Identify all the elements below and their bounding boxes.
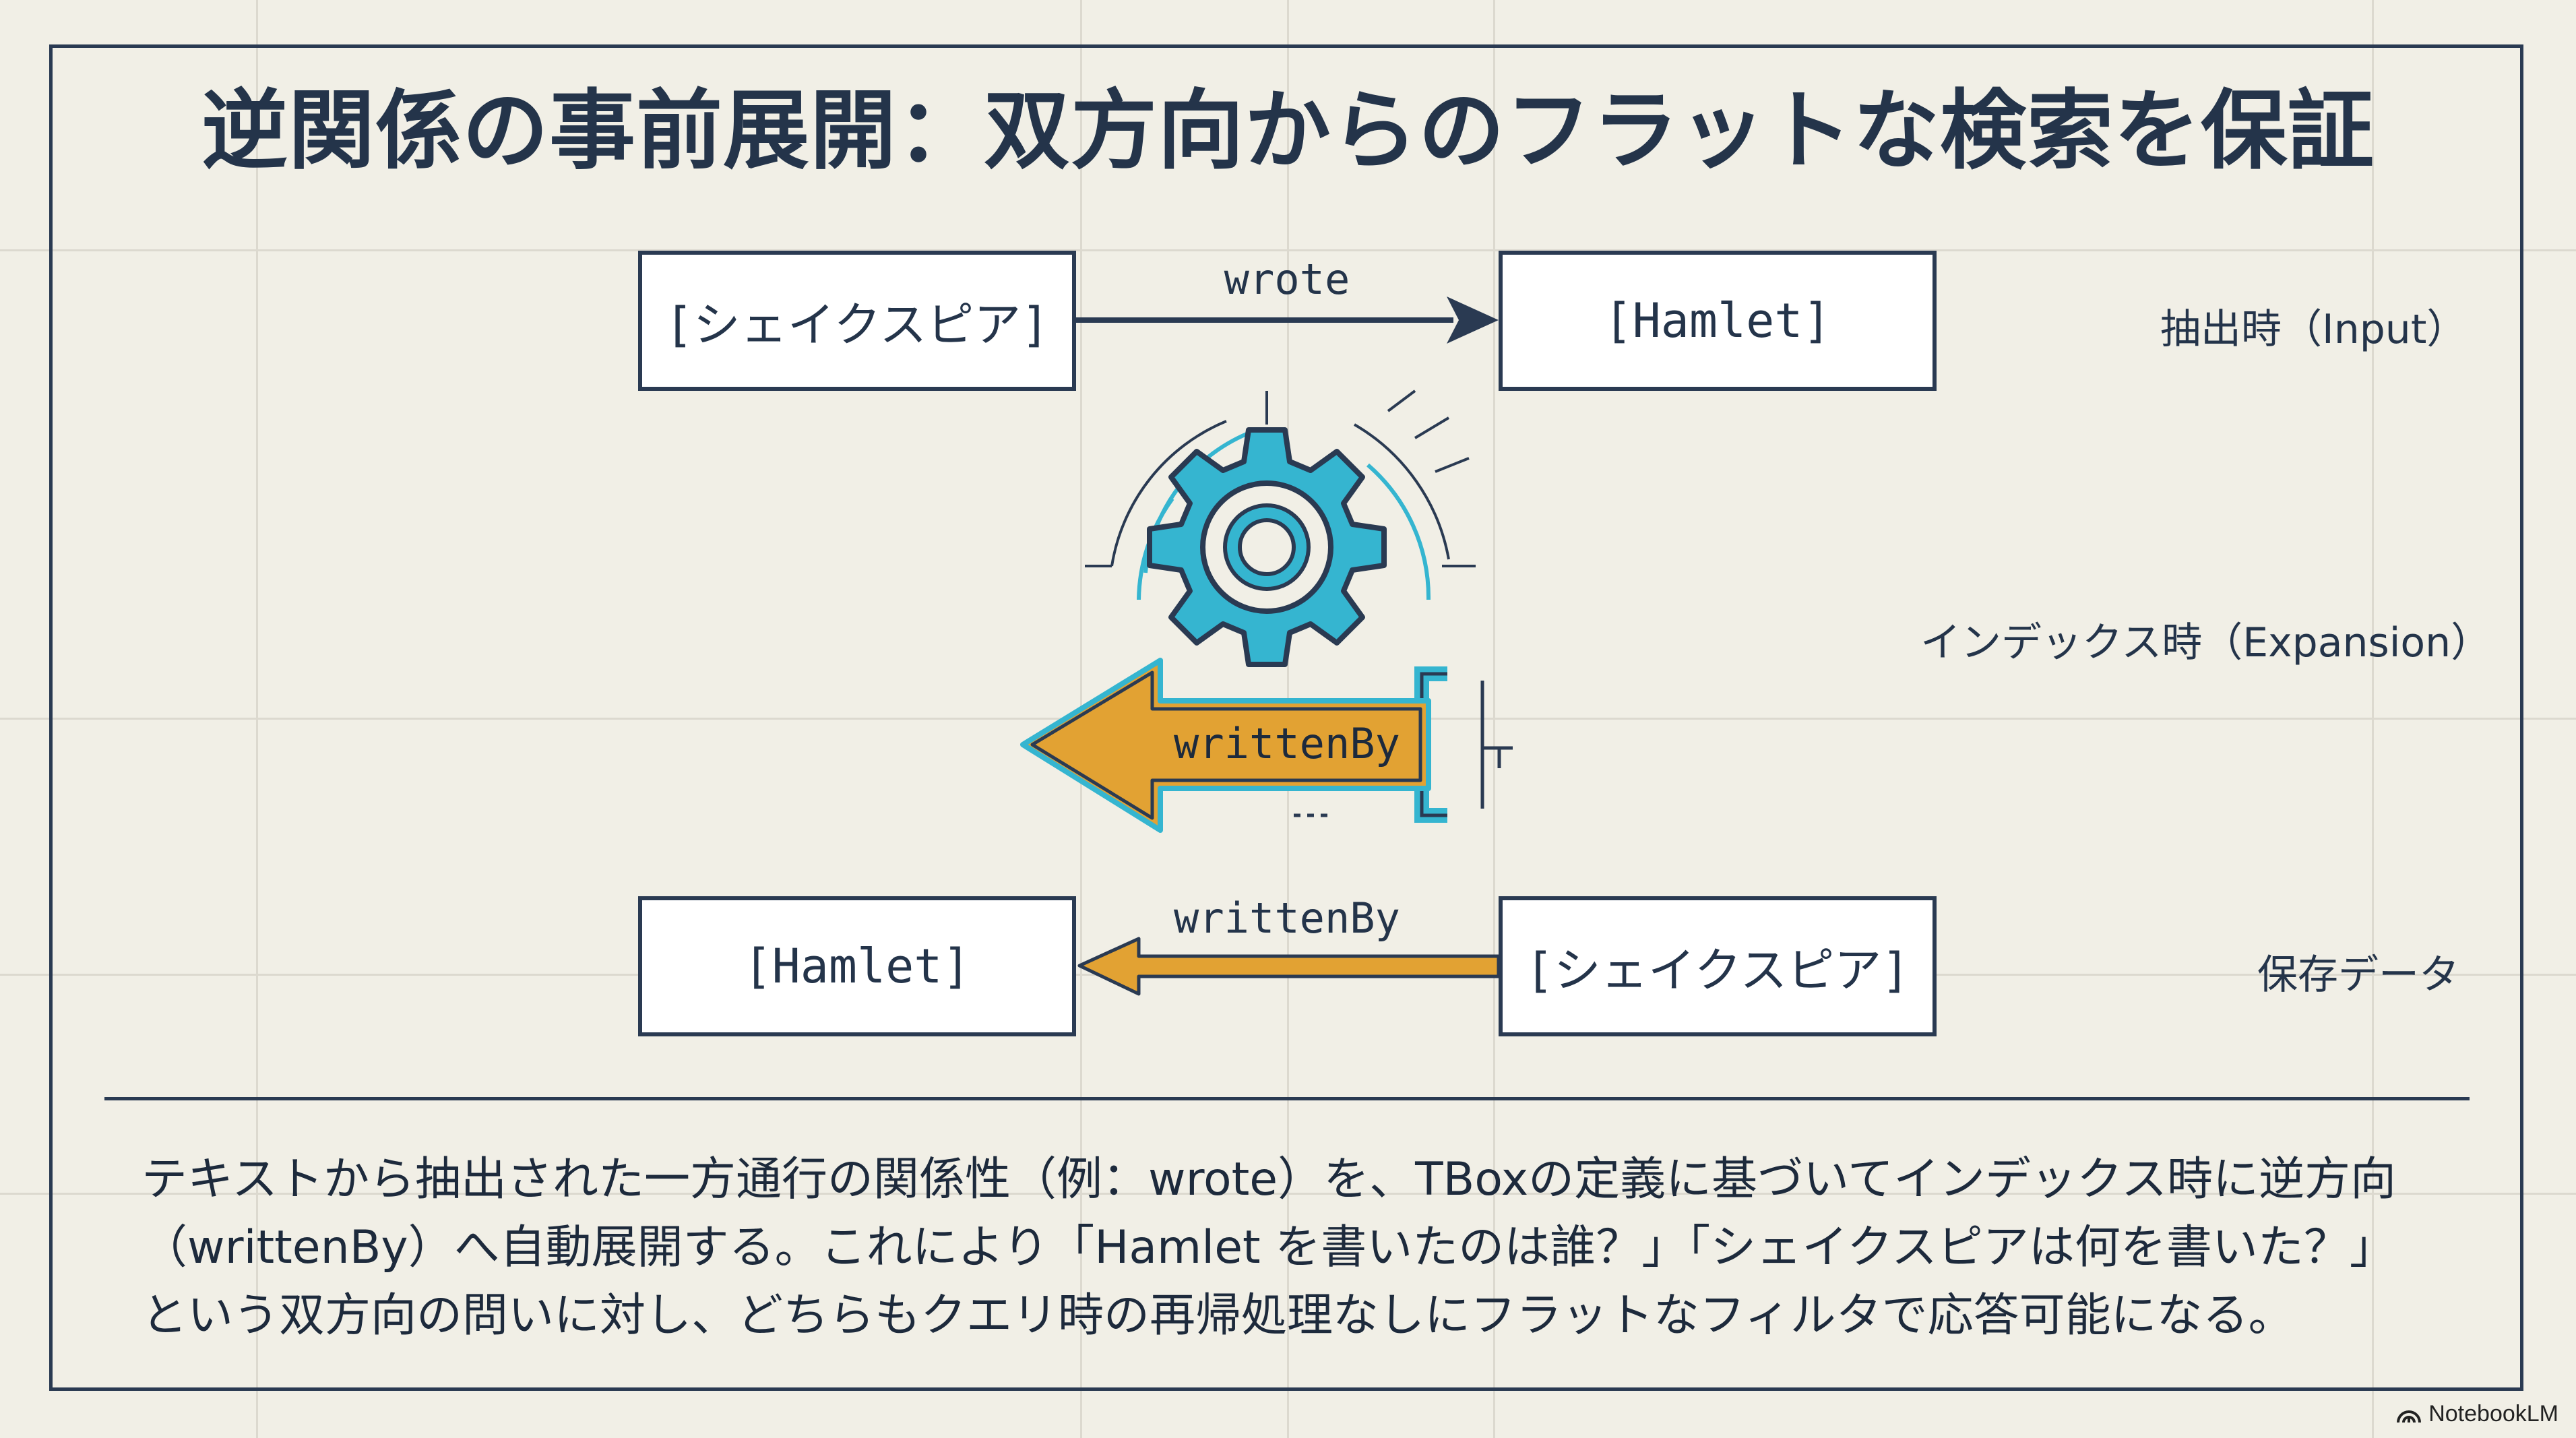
input-subject-node: [シェイクスピア] xyxy=(638,251,1076,391)
expansion-arrow xyxy=(1020,658,1431,833)
input-object-node: [Hamlet] xyxy=(1499,251,1937,391)
expansion-illustration xyxy=(1020,389,1513,833)
grid-line xyxy=(0,249,2576,251)
input-relation-arrow xyxy=(1076,296,1499,344)
page-title: 逆関係の事前展開：双方向からのフラットな検索を保証 xyxy=(201,81,2375,181)
description-line: という双方向の問いに対し、どちらもクエリ時の再帰処理なしにフラットなフィルタで応… xyxy=(142,1289,2294,1342)
expansion-arrow-label: writtenBy xyxy=(1174,719,1400,768)
stored-predicate-label: writtenBy xyxy=(1174,894,1400,943)
stored-subject-node: [Hamlet] xyxy=(638,896,1076,1036)
input-predicate-label: wrote xyxy=(1224,255,1350,304)
notebooklm-logo-icon xyxy=(2397,1410,2422,1423)
stage-label-stored: 保存データ xyxy=(2257,951,2459,999)
gear-icon xyxy=(1147,427,1387,667)
stage-label-input: 抽出時（Input） xyxy=(2160,306,2468,353)
brand-watermark: NotebookLM xyxy=(2396,1401,2558,1427)
section-divider xyxy=(104,1097,2470,1100)
slide-frame xyxy=(49,44,2523,1391)
stored-relation-arrow xyxy=(1077,937,1501,996)
stage-label-expansion: インデックス時（Expansion） xyxy=(1920,619,2492,666)
description: テキストから抽出された一方通行の関係性（例：wrote）を、TBoxの定義に基づ… xyxy=(142,1146,2459,1350)
stored-object-node: [シェイクスピア] xyxy=(1499,896,1937,1036)
grid-line xyxy=(0,1193,2576,1195)
brand-name: NotebookLM xyxy=(2428,1401,2558,1427)
description-line: テキストから抽出された一方通行の関係性（例：wrote）を、TBoxの定義に基づ… xyxy=(142,1153,2397,1206)
description-line: （writtenBy）へ自動展開する。これにより「Hamlet を書いたのは誰？… xyxy=(142,1221,2395,1274)
